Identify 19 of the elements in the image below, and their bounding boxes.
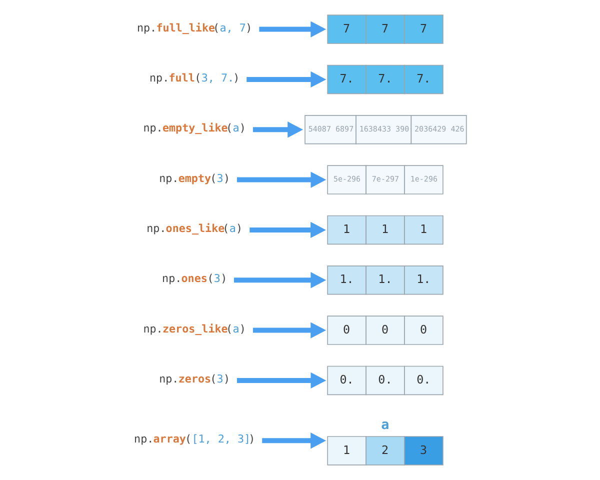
node-text: np.empty_like(a) bbox=[143, 122, 246, 135]
arrow bbox=[246, 71, 326, 88]
arrow bbox=[236, 372, 326, 389]
node-text: np.ones_like(a) bbox=[146, 222, 243, 235]
node-text: np.ones(3) bbox=[162, 272, 228, 286]
arrow bbox=[262, 432, 326, 449]
arrow bbox=[250, 222, 326, 238]
node-text: np.zeros_like(a) bbox=[143, 322, 246, 336]
arrow bbox=[252, 322, 326, 338]
node-text: np.empty(3) bbox=[159, 172, 230, 185]
node-text: np.full(3, 7.) bbox=[150, 71, 240, 84]
arrow bbox=[252, 122, 304, 138]
node-text: np.full_like(a, 7) bbox=[136, 21, 252, 34]
node-text: np.zeros(3) bbox=[159, 372, 230, 386]
arrow bbox=[259, 21, 326, 38]
node-label: a bbox=[381, 418, 390, 433]
arrow bbox=[236, 172, 326, 188]
arrow bbox=[234, 272, 326, 288]
node-text: np.array([1, 2, 3]) bbox=[134, 432, 256, 446]
